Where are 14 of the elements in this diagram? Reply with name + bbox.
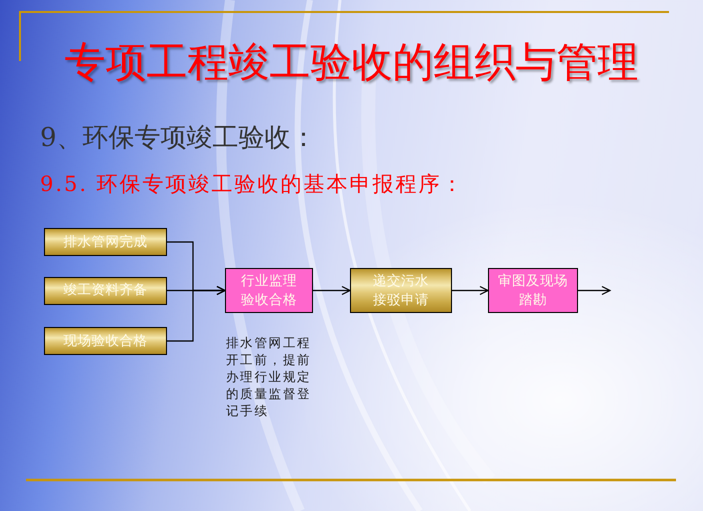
arrow (452, 286, 489, 296)
process-box: 排水管网完成 (44, 228, 167, 256)
arrow (313, 286, 351, 296)
subsection-heading: 9.5. 环保专项竣工验收的基本申报程序： (40, 171, 465, 197)
process-box: 行业监理验收合格 (225, 268, 313, 313)
arrow (167, 286, 226, 342)
note-text: 排水管网工程开工前，提前办理行业规定的质量监督登记手续 (226, 334, 312, 419)
process-box: 审图及现场踏勘 (488, 268, 578, 313)
section-heading: 9、环保专项竣工验收： (40, 123, 317, 153)
arrow (578, 286, 611, 296)
slide-title: 专项工程竣工验收的组织与管理 (64, 38, 640, 86)
process-box: 递交污水接驳申请 (350, 268, 452, 313)
process-box: 竣工资料齐备 (44, 276, 167, 304)
process-box: 现场验收合格 (44, 327, 167, 355)
